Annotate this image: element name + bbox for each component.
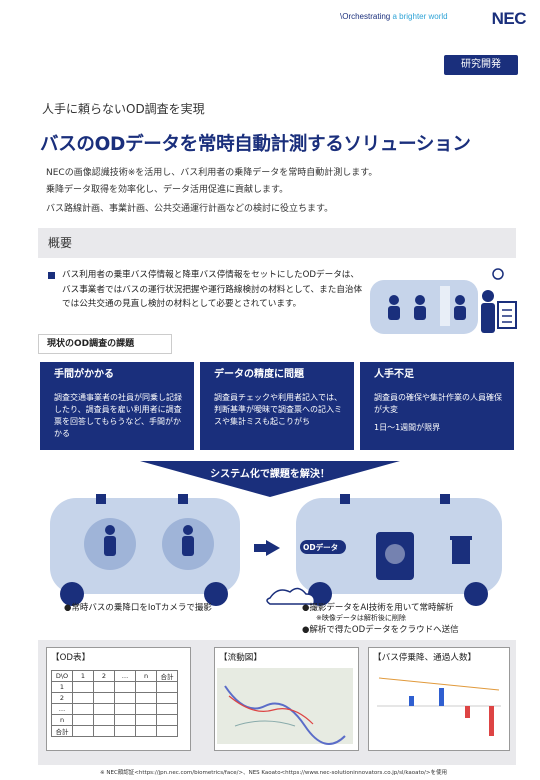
solution-banner: システム化で課題を解決！ <box>210 469 330 480</box>
issue-body: 調査交通事業者の社員が同乗し記録したり、調査員を雇い利用者に調査票を回答してもら… <box>54 393 182 438</box>
table-cell: 2 <box>51 692 73 704</box>
caption-analysis-text: ●撮影データをAI技術を用いて常時解析 <box>302 603 454 613</box>
od-table: D\O 1 2 … n 合計 1 2 … n 合計 <box>51 670 178 737</box>
table-cell: 合計 <box>156 670 178 682</box>
flow-map <box>217 668 353 745</box>
issue-title: データの精度に問題 <box>214 369 304 380</box>
table-row: n <box>51 714 178 726</box>
table-cell: 2 <box>93 670 115 682</box>
od-data-label: ODデータ <box>303 543 339 552</box>
page-title: バスのODデータを常時自動計測するソリューション <box>40 134 471 155</box>
issues-label: 現状のOD調査の課題 <box>38 334 172 354</box>
od-table-box: 【OD表】 D\O 1 2 … n 合計 1 2 … n 合計 <box>46 647 191 751</box>
table-row: 2 <box>51 692 178 704</box>
table-cell: n <box>51 714 73 726</box>
flow-map-box: 【流動図】 <box>214 647 359 751</box>
table-cell: D\O <box>51 670 73 682</box>
table-cell: 1 <box>51 681 73 693</box>
page-subtitle: 人手に頼らないOD調査を実現 <box>42 102 205 116</box>
table-row: 1 <box>51 681 178 693</box>
bus-passengers-illustration <box>370 268 517 334</box>
table-cell: … <box>114 670 136 682</box>
nec-logo: NEC <box>491 9 527 28</box>
intro-text: NECの画像認識技術※を活用し、バス利用者の乗降データを常時自動計測します。 乗… <box>46 165 377 218</box>
od-table-label: 【OD表】 <box>51 653 91 663</box>
stop-chart-box: 【バス停乗降、通過人数】 <box>368 647 510 751</box>
issue-card-effort: 手間がかかる 調査交通事業者の社員が同乗し記録したり、調査員を雇い利用者に調査票… <box>40 362 194 450</box>
overview-heading: 概要 <box>38 228 516 258</box>
footnote: ※ NEC顔認証<https://jpn.nec.com/biometrics/… <box>100 770 448 776</box>
table-cell: … <box>51 703 73 715</box>
tagline-prefix: \Orchestrating <box>340 12 391 21</box>
table-row: D\O 1 2 … n 合計 <box>51 670 178 682</box>
intro-line: バス路線計画、事業計画、公共交通運行計画などの検討に役立ちます。 <box>46 204 334 214</box>
table-cell: n <box>135 670 157 682</box>
issue-card-accuracy: データの精度に問題 調査員チェックや利用者記入では、判断基準が曖昧で調査票への記… <box>200 362 354 450</box>
overview-bullet: バス利用者の乗車バス停情報と降車バス停情報をセットにしたODデータは、バス事業者… <box>48 268 366 312</box>
intro-line: 乗降データ取得を効率化し、データ活用促進に貢献します。 <box>46 185 289 195</box>
brand-tagline: \Orchestrating a brighter world <box>340 12 448 21</box>
issue-title: 手間がかかる <box>54 369 114 380</box>
category-tag: 研究開発 <box>444 55 518 75</box>
caption-cloud: ●解析で得たODデータをクラウドへ送信 <box>302 625 459 635</box>
table-cell: 合計 <box>51 725 73 737</box>
caption-analysis-note: ※映像データは解析後に削除 <box>316 614 406 622</box>
issue-body-note: 1日～1週間が限界 <box>374 423 441 432</box>
issue-body: 調査員チェックや利用者記入では、判断基準が曖昧で調査票への記入ミスや集計ミスも起… <box>214 393 342 426</box>
issue-body: 調査員の確保や集計作業の人員確保が大変 <box>374 393 502 414</box>
stop-chart <box>377 677 501 736</box>
flow-map-label: 【流動図】 <box>219 653 262 663</box>
table-cell: 1 <box>72 670 94 682</box>
stop-chart-label: 【バス停乗降、通過人数】 <box>373 653 477 663</box>
solution-banner-shape <box>140 461 400 497</box>
tagline-accent: a brighter world <box>392 12 448 21</box>
table-row: … <box>51 703 178 715</box>
solution-diagram <box>50 494 502 606</box>
intro-line: NECの画像認識技術※を活用し、バス利用者の乗降データを常時自動計測します。 <box>46 168 378 178</box>
caption-camera: ●常時バスの乗降口をIoTカメラで撮影 <box>64 603 212 613</box>
issue-card-shortage: 人手不足 調査員の確保や集計作業の人員確保が大変 1日～1週間が限界 <box>360 362 514 450</box>
issue-title: 人手不足 <box>374 369 414 380</box>
table-row: 合計 <box>51 725 178 737</box>
caption-analysis: ●撮影データをAI技術を用いて常時解析 ※映像データは解析後に削除 <box>302 601 454 623</box>
